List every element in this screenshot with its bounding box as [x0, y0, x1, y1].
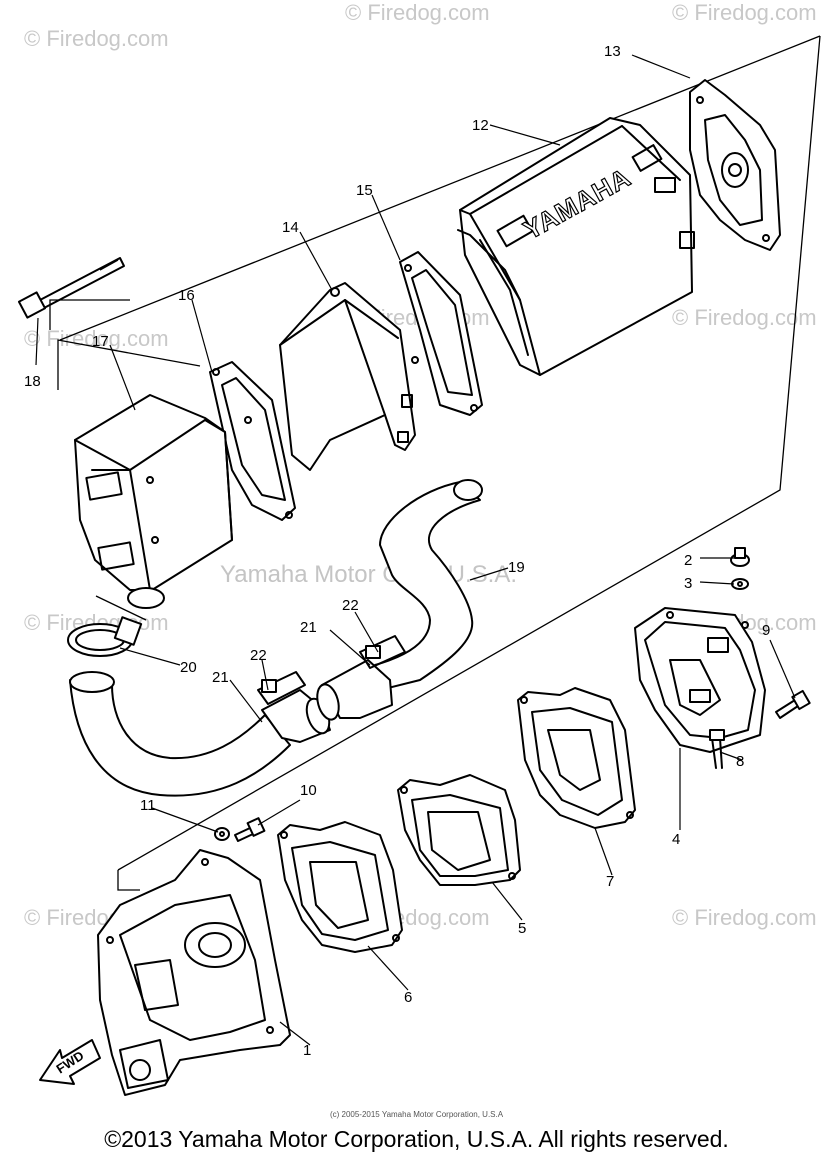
part-11-nut — [214, 827, 230, 841]
part-15-gasket — [399, 251, 483, 416]
leader-lines — [35, 54, 796, 1046]
small-copyright: (c) 2005-2015 Yamaha Motor Corporation, … — [329, 1110, 504, 1119]
part-13-gasket-plate — [689, 79, 781, 251]
part-20-clamp-ring — [67, 616, 143, 657]
callout-21: 21 — [300, 619, 317, 636]
callout-9: 9 — [762, 622, 770, 639]
callout-5: 5 — [518, 920, 526, 937]
part-21-22-upper-hose-clamp — [316, 635, 406, 721]
callout-11: 11 — [140, 797, 156, 814]
callout-4: 4 — [672, 831, 680, 848]
callout-15: 15 — [356, 182, 373, 199]
part-10-bolt — [234, 817, 266, 842]
callout-3: 3 — [684, 575, 692, 592]
part-12-muffler-box: YAMAHA — [457, 117, 695, 376]
part-5-gasket-plate — [397, 774, 521, 886]
callout-13: 13 — [604, 43, 621, 60]
callout-19: 19 — [508, 559, 525, 576]
watermark: © Firedog.com — [345, 0, 490, 25]
fwd-arrow-icon: FWD — [39, 1039, 101, 1085]
part-3-washer — [731, 578, 749, 590]
callout-7: 7 — [606, 873, 614, 890]
callout-2: 2 — [684, 552, 692, 569]
part-19-hose — [374, 479, 483, 691]
part-6-gasket — [277, 821, 403, 953]
lower-curved-hose — [69, 671, 291, 797]
callout-21: 21 — [212, 669, 229, 686]
callout-22: 22 — [342, 597, 359, 614]
callout-17: 17 — [92, 333, 109, 350]
part-18-long-bolt — [17, 257, 125, 319]
copyright-footer: ©2013 Yamaha Motor Corporation, U.S.A. A… — [104, 1126, 729, 1152]
callout-6: 6 — [404, 989, 412, 1006]
callout-14: 14 — [282, 219, 299, 236]
callout-20: 20 — [180, 659, 197, 676]
watermark: © Firedog.com — [24, 26, 169, 51]
part-16-gasket — [209, 361, 296, 521]
callout-16: 16 — [178, 287, 195, 304]
part-7-gasket — [517, 687, 636, 829]
callout-1: 1 — [303, 1042, 311, 1059]
watermark: © Firedog.com — [672, 905, 817, 930]
callout-numbers: 1 2 3 4 5 6 7 8 9 10 11 12 13 14 15 16 1… — [24, 43, 770, 1059]
part-2-cap-bolt — [730, 547, 750, 567]
callout-8: 8 — [736, 753, 744, 770]
part-17-silencer-box — [74, 394, 233, 609]
callout-10: 10 — [300, 782, 317, 799]
part-4-housing — [634, 607, 766, 753]
part-14-baffle-cover — [279, 282, 416, 471]
callout-18: 18 — [24, 373, 41, 390]
assembly-guide-lines — [49, 35, 821, 891]
callout-22: 22 — [250, 647, 267, 664]
callout-12: 12 — [472, 117, 489, 134]
part-1-main-housing — [97, 849, 291, 1096]
watermark: © Firedog.com — [672, 305, 817, 330]
part-9-bolt — [775, 689, 811, 719]
watermark: © Firedog.com — [672, 0, 817, 25]
watermark-center: Yamaha Motor Corp, U.S.A. — [220, 561, 517, 588]
